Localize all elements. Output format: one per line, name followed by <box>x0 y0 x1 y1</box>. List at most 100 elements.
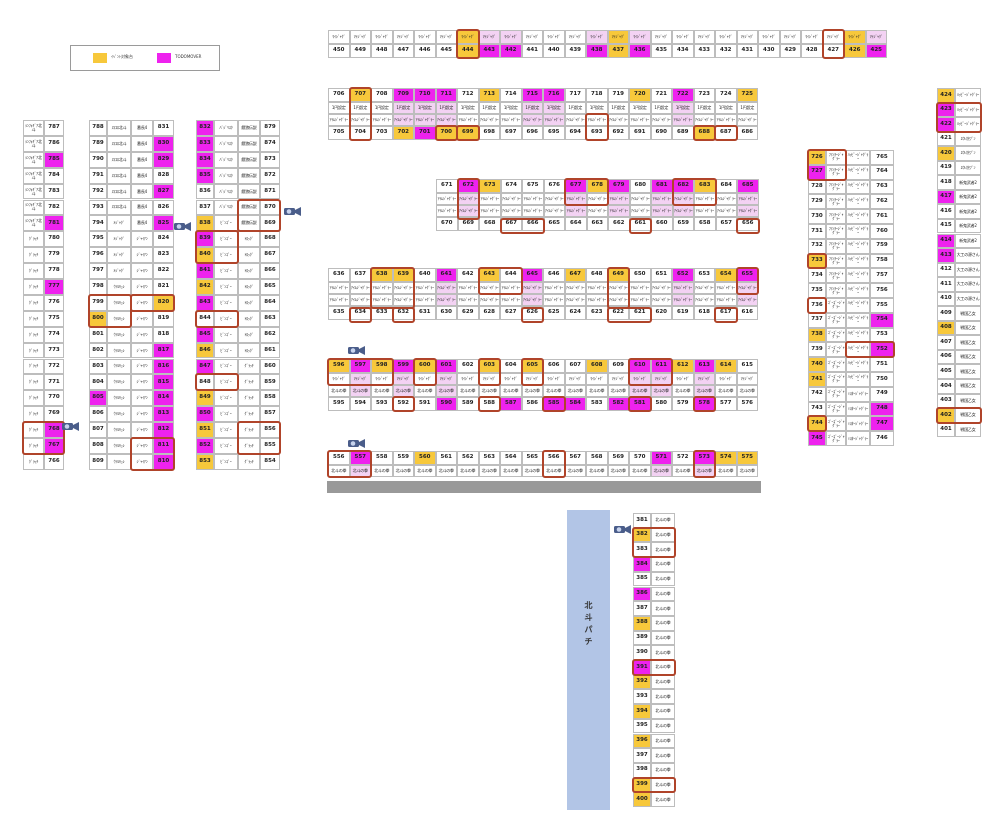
machine-number-cell: 851 <box>196 422 214 438</box>
machine-number-cell: 622 <box>607 306 629 320</box>
machine-type-cell: 北斗の拳 <box>607 385 629 397</box>
machine-number-cell: 684 <box>715 179 737 193</box>
machine-type-cell: ｼﾞｬｲｱﾝ <box>131 406 153 423</box>
machine-number-cell: 815 <box>153 374 174 391</box>
machine-number-cell: 638 <box>371 268 393 282</box>
machine-number-cell: 588 <box>478 397 500 411</box>
machine-type-cell: 1円設定 <box>392 102 414 114</box>
machine-number-cell: 844 <box>196 310 214 327</box>
machine-number-cell: 653 <box>693 268 715 282</box>
machine-type-cell: ﾌｧﾝｷｰｼﾞｬｸﾞﾗｰ <box>826 253 846 269</box>
machine-type-cell: ｸﾞﾗｯﾁ <box>23 438 44 454</box>
machine-type-cell: ﾏｲｼﾞｬｸﾞ <box>328 373 350 385</box>
machine-number-cell: 839 <box>196 231 214 248</box>
machine-number-cell: 703 <box>371 126 393 140</box>
machine-type-cell: ｸﾞﾗｯﾁ <box>238 453 260 470</box>
machine-number-cell: 805 <box>89 390 107 407</box>
machine-number-cell: 816 <box>153 358 174 375</box>
machine-type-cell: ｳｧﾙｷｭﾚ <box>107 374 131 391</box>
machine-number-cell: 745 <box>808 431 826 446</box>
machine-type-cell: ｺﾞｰｺﾞｰｼﾞｬｸﾞﾗｰ <box>826 401 846 417</box>
machine-number-cell: 654 <box>715 268 737 282</box>
machine-type-cell: 番長4 <box>131 215 153 232</box>
machine-type-cell: ｺﾞｰｺﾞｰｼﾞｬｸﾞﾗｰ <box>826 298 846 313</box>
machine-number-cell: 755 <box>870 298 894 313</box>
machine-number-cell: 592 <box>392 397 414 411</box>
machine-number-cell: 731 <box>808 224 826 239</box>
machine-type-cell: 餓狼伝説 <box>238 183 260 200</box>
machine-number-cell: 837 <box>196 199 214 216</box>
machine-number-cell: 775 <box>44 310 64 327</box>
machine-number-cell: 747 <box>870 416 894 432</box>
machine-number-cell: 757 <box>870 268 894 284</box>
machine-number-cell: 613 <box>693 359 715 373</box>
machine-type-cell: ﾏｲｼﾞｬｸﾞ <box>564 30 586 44</box>
machine-type-cell: ｱｲﾑｼﾞｬｸﾞﾗｰ <box>500 193 522 205</box>
machine-number-cell: 651 <box>650 268 672 282</box>
machine-number-cell: 431 <box>736 44 758 58</box>
machine-type-cell: 1円設定 <box>736 102 758 114</box>
machine-type-cell: 北斗の拳 <box>651 527 675 543</box>
machine-number-cell: 571 <box>650 451 672 465</box>
machine-number-cell: 412 <box>937 262 955 278</box>
machine-number-cell: 829 <box>153 151 174 168</box>
machine-number-cell: 694 <box>564 126 586 140</box>
machine-number-cell: 655 <box>736 268 758 282</box>
machine-number-cell: 841 <box>196 263 214 279</box>
machine-type-cell: ﾏｲｼﾞｬｸﾞ <box>328 30 350 44</box>
machine-type-cell: 北斗の拳 <box>543 385 565 397</box>
machine-type-cell: ﾏｲｼﾞｬｸﾞ <box>349 373 371 385</box>
machine-number-cell: 709 <box>392 88 414 102</box>
machine-number-cell: 580 <box>650 397 672 411</box>
legend-swatch-todomover <box>157 53 171 63</box>
machine-type-cell: 1円設定 <box>543 102 565 114</box>
machine-number-cell: 811 <box>153 438 174 454</box>
camera-icon <box>614 525 631 534</box>
machine-number-cell: 579 <box>672 397 694 411</box>
machine-type-cell: ｳｧﾙｷｭﾚ <box>107 294 131 311</box>
machine-type-cell: ﾏｲｼﾞｬｸﾞ <box>371 373 393 385</box>
machine-type-cell: 北斗の拳 <box>651 660 675 675</box>
machine-number-cell: 649 <box>607 268 629 282</box>
machine-type-cell: 大工の源さん <box>955 277 981 292</box>
machine-number-cell: 774 <box>44 326 64 343</box>
machine-type-cell: 北斗の拳 <box>651 601 675 616</box>
machine-type-cell: 番長4 <box>131 183 153 200</box>
machine-type-cell: ｱｲﾑｼﾞｬｸﾞﾗｰ <box>371 282 393 294</box>
machine-type-cell: ｱｲﾑｼﾞｬｸﾞﾗｰ <box>693 282 715 294</box>
machine-type-cell: ｳｧﾙｷｭﾚ <box>107 358 131 375</box>
machine-number-cell: 585 <box>543 397 565 411</box>
machine-type-cell: ﾋﾞﾝｺﾞｰ <box>214 374 238 391</box>
machine-type-cell: ｱｲﾑｼﾞｬｸﾞﾗｰ <box>564 294 586 306</box>
machine-number-cell: 852 <box>196 438 214 454</box>
machine-number-cell: 827 <box>153 183 174 200</box>
machine-type-cell: ｳｧﾙｷｭﾚ <box>107 438 131 454</box>
machine-type-cell: ﾏｲｼﾞｬｸﾞ <box>629 373 651 385</box>
machine-type-cell: 北斗の拳 <box>651 762 675 778</box>
machine-number-cell: 404 <box>937 379 955 394</box>
machine-type-cell: 北斗の拳 <box>414 385 436 397</box>
machine-type-cell: ｱｲﾑｼﾞｬｸﾞﾗｰ <box>736 282 758 294</box>
machine-number-cell: 704 <box>349 126 371 140</box>
machine-number-cell: 641 <box>435 268 457 282</box>
camera-icon <box>348 439 365 448</box>
machine-type-cell: ﾌｧﾝｷｰｼﾞｬｸﾞﾗｰ <box>826 209 846 224</box>
machine-number-cell: 578 <box>693 397 715 411</box>
machine-type-cell: ｱｲﾑｼﾞｬｸﾞﾗｰ <box>349 294 371 306</box>
machine-type-cell: ﾋﾞﾝｺﾞｰ <box>214 215 238 232</box>
machine-number-cell: 723 <box>693 88 715 102</box>
machine-type-cell: ﾋﾞﾝｺﾞｰ <box>214 279 238 295</box>
machine-number-cell: 729 <box>808 194 826 210</box>
machine-type-cell: ｽﾏｽﾛ北斗 <box>107 120 131 136</box>
machine-type-cell: ﾏｲｼﾞｬｸﾞ <box>564 373 586 385</box>
machine-number-cell: 741 <box>808 372 826 387</box>
machine-number-cell: 758 <box>870 253 894 269</box>
machine-type-cell: 餓狼伝説 <box>238 120 260 136</box>
machine-number-cell: 624 <box>564 306 586 320</box>
machine-type-cell: 北斗の拳 <box>457 385 479 397</box>
machine-number-cell: 756 <box>870 283 894 298</box>
machine-type-cell: 北斗の拳 <box>651 542 675 558</box>
machine-type-cell: ﾋﾞﾝｺﾞｰ <box>214 422 238 438</box>
machine-number-cell: 391 <box>633 660 651 675</box>
camera-icon <box>174 222 191 231</box>
